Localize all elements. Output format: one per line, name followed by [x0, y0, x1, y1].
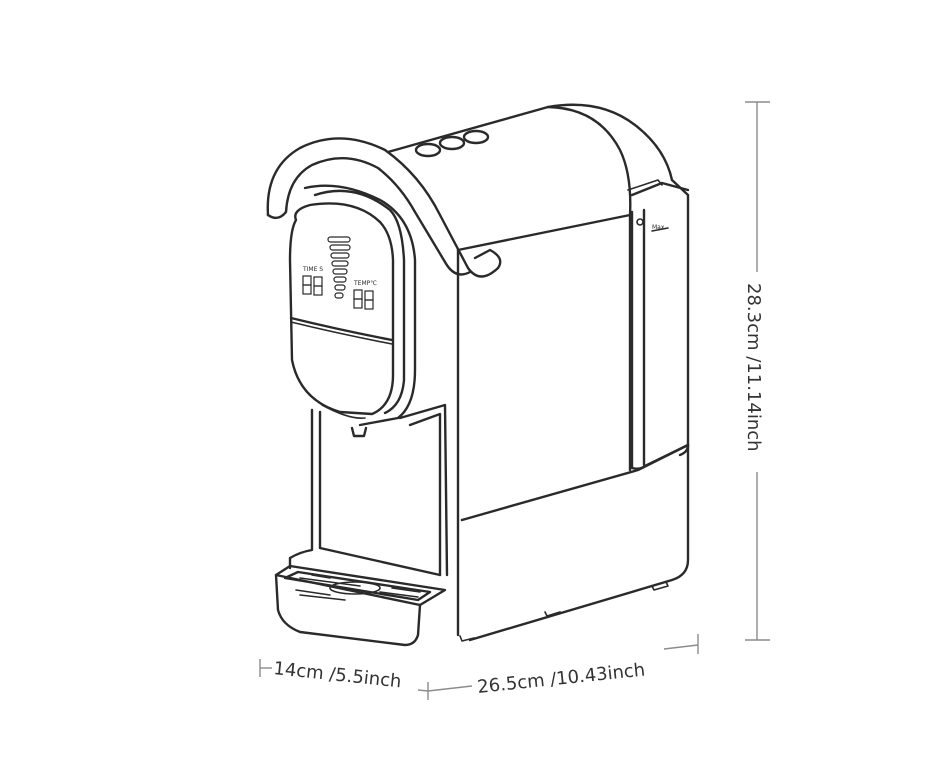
coffee-spout: [350, 426, 368, 438]
depth-dimension: 14cm /5.5inch: [259, 658, 429, 700]
top-buttons[interactable]: [414, 129, 490, 158]
time-label: TIME S: [302, 266, 323, 273]
control-panel: [288, 202, 395, 416]
tank-max-line: [651, 227, 669, 232]
height-label: 28.3cm /11.14inch: [743, 283, 764, 452]
tank-max-label: Max: [652, 224, 665, 231]
front-head: TIME S TEMP℃: [288, 184, 417, 438]
drip-tray[interactable]: [274, 564, 447, 647]
lever-handle[interactable]: [266, 137, 502, 278]
length-dimension: 26.5cm /10.43inch: [427, 634, 699, 698]
time-display: [302, 275, 323, 296]
water-tank: Max: [627, 179, 690, 470]
top-button-1[interactable]: [414, 142, 442, 158]
depth-label: 14cm /5.5inch: [272, 658, 402, 692]
temp-label: TEMP℃: [353, 280, 377, 287]
cup-area: [288, 403, 449, 577]
level-indicator: [327, 236, 351, 299]
top-button-2[interactable]: [438, 135, 466, 151]
tank-knob-icon: [636, 218, 644, 226]
temp-display: [353, 289, 374, 310]
length-label: 26.5cm /10.43inch: [476, 659, 646, 698]
top-button-3[interactable]: [462, 129, 490, 145]
height-dimension: 28.3cm /11.14inch: [743, 101, 770, 641]
